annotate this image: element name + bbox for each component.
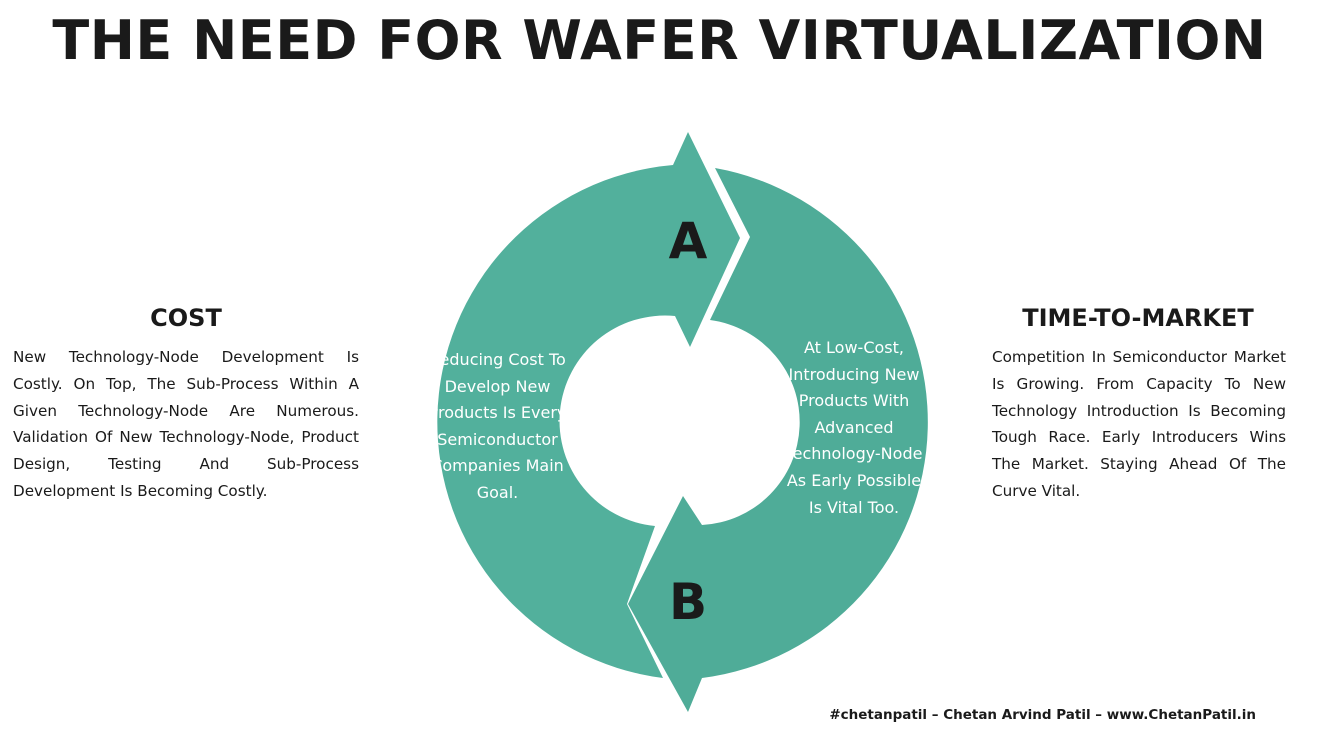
cycle-arrow-b-arc <box>628 168 928 712</box>
cycle-diagram <box>437 132 928 712</box>
cycle-label-b: B <box>668 573 708 631</box>
time-to-market-description: Competition In Semiconductor Market Is G… <box>992 348 1286 500</box>
cycle-left-text: Reducing Cost To Develop New Products Is… <box>428 350 567 502</box>
cycle-right-text: At Low-Cost, Introducing New Products Wi… <box>785 338 923 517</box>
time-to-market-heading: TIME-TO-MARKET <box>1022 304 1254 332</box>
cost-heading: COST <box>150 304 222 332</box>
cost-description: New Technology-Node Development Is Costl… <box>13 348 359 500</box>
cycle-arrow-a-arc <box>437 132 740 678</box>
page-title: THE NEED FOR WAFER VIRTUALIZATION <box>52 9 1267 72</box>
cycle-label-a: A <box>668 212 708 270</box>
footer-credit: #chetanpatil – Chetan Arvind Patil – www… <box>829 707 1256 723</box>
